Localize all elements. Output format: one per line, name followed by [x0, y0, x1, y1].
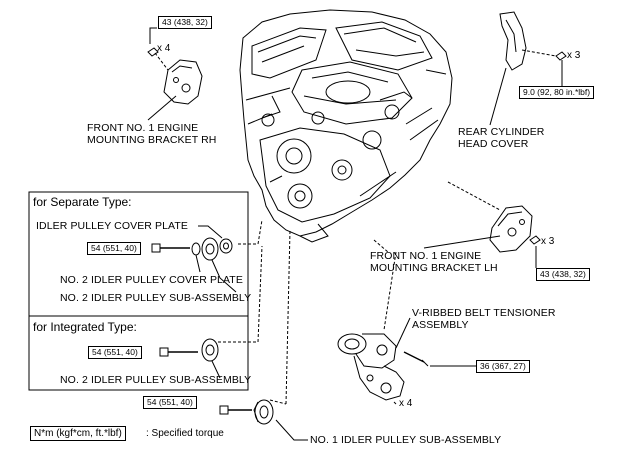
label-rear-cylinder-head-cover: REAR CYLINDER HEAD COVER: [458, 126, 545, 150]
label-no2-idler-sub-integrated: NO. 2 IDLER PULLEY SUB-ASSEMBLY: [60, 374, 252, 386]
legend-torque-unit: N*m (kgf*cm, ft.*lbf): [30, 426, 126, 441]
torque-rear-cover: 9.0 (92, 80 in.*lbf): [519, 86, 595, 99]
section-title-separate: for Separate Type:: [33, 195, 132, 209]
rear-cover-drawing: [499, 11, 567, 71]
separate-idler-drawing: [151, 237, 233, 261]
count-rear-cover: x 3: [567, 50, 581, 61]
label-no2-idler-cover-plate: NO. 2 IDLER PULLEY COVER PLATE: [60, 274, 243, 286]
torque-lh-bracket: 43 (438, 32): [536, 268, 590, 281]
torque-rh-bracket: 43 (438, 32): [158, 16, 212, 29]
torque-integrated-idler: 54 (551, 40): [88, 346, 142, 359]
count-rh-bracket: x 4: [157, 43, 171, 54]
label-no2-idler-sub-separate: NO. 2 IDLER PULLEY SUB-ASSEMBLY: [60, 292, 252, 304]
count-lh-bracket: x 3: [541, 236, 555, 247]
torque-separate-idler: 54 (551, 40): [87, 242, 141, 255]
integrated-idler-drawing: [159, 338, 219, 362]
label-no1-idler-sub: NO. 1 IDLER PULLEY SUB-ASSEMBLY: [310, 434, 502, 446]
bracket-lh-drawing: [489, 205, 541, 253]
legend-torque-meaning: : Specified torque: [146, 428, 224, 439]
bracket-rh-drawing: [147, 47, 203, 105]
torque-tensioner: 36 (367, 27): [476, 360, 530, 373]
count-tensioner: x 4: [399, 398, 413, 409]
section-title-integrated: for Integrated Type:: [33, 320, 137, 334]
torque-no1-idler: 54 (551, 40): [143, 396, 197, 409]
tensioner-drawing: [337, 333, 429, 405]
engine-block-drawing: [239, 9, 453, 243]
label-front-bracket-lh: FRONT NO. 1 ENGINE MOUNTING BRACKET LH: [370, 250, 498, 274]
label-front-bracket-rh: FRONT NO. 1 ENGINE MOUNTING BRACKET RH: [87, 122, 217, 146]
no1-idler-drawing: [219, 399, 274, 425]
label-idler-pulley-cover-plate: IDLER PULLEY COVER PLATE: [36, 220, 188, 232]
label-v-belt-tensioner: V-RIBBED BELT TENSIONER ASSEMBLY: [412, 307, 556, 331]
